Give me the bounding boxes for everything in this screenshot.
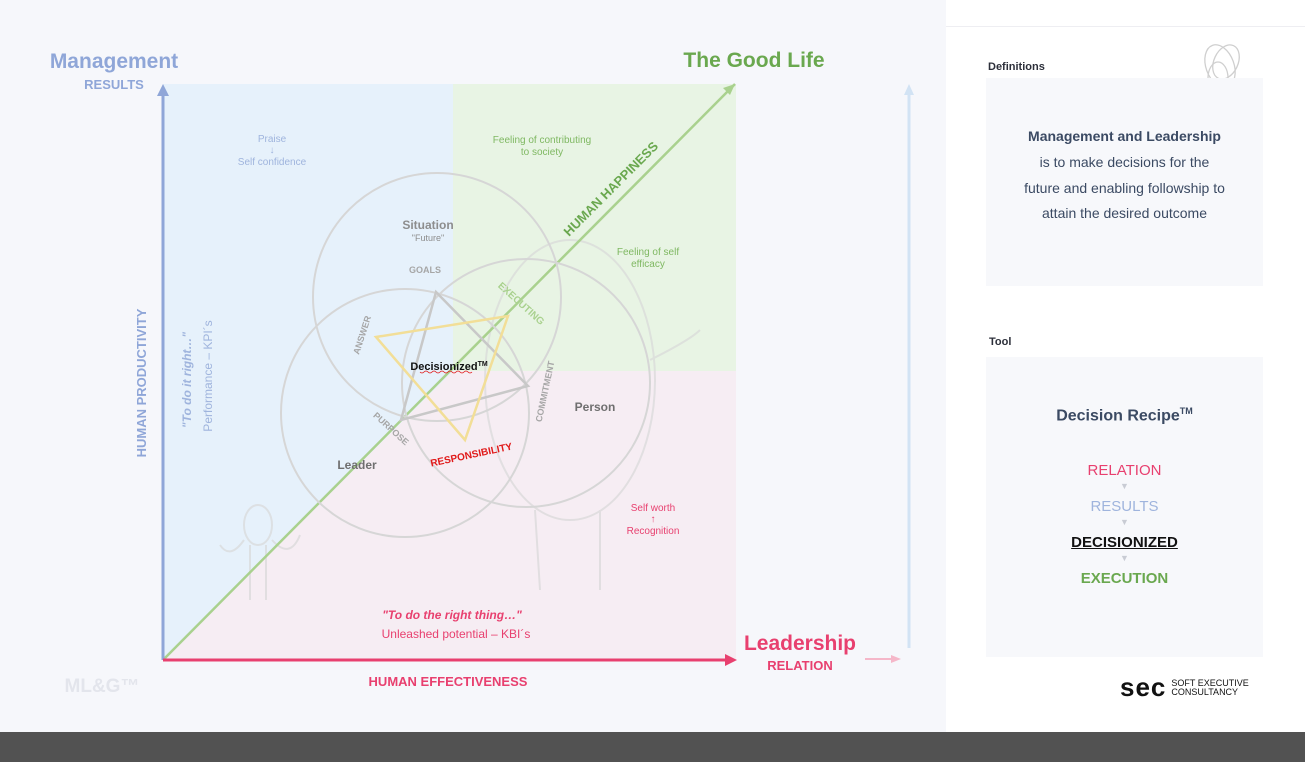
- y-axis-arrowhead: [157, 84, 169, 96]
- decisionized-label: DecisionizedTM: [410, 361, 488, 373]
- tool-title: Decision RecipeTM: [986, 406, 1263, 425]
- praise-text: Praise: [258, 134, 287, 145]
- praise-arrow: ↓: [270, 145, 275, 156]
- relation-label: RELATION: [767, 658, 832, 673]
- far-horizontal-arrowhead: [891, 655, 901, 663]
- contributing-text-2: to society: [521, 147, 563, 158]
- efficacy-text-2: efficacy: [631, 259, 665, 270]
- far-vertical-arrowhead: [904, 84, 914, 95]
- definition-line-1: is to make decisions for the: [1039, 154, 1210, 170]
- logo-mark: sec: [1120, 672, 1167, 702]
- definition-title: Management and Leadership: [1028, 128, 1221, 144]
- step-decisionized: DECISIONIZED: [1071, 534, 1178, 551]
- step-arrow-3: ▼: [1120, 553, 1129, 563]
- human-effectiveness-label: HUMAN EFFECTIVENESS: [369, 674, 528, 689]
- self-worth-arrow: ↑: [651, 514, 656, 525]
- logo-line-1: SOFT EXECUTIVE: [1171, 677, 1249, 688]
- human-productivity-label: HUMAN PRODUCTIVITY: [134, 308, 149, 457]
- performance-text: Performance – KPI´s: [201, 320, 215, 431]
- diagram-area: Management RESULTS The Good Life Leaders…: [49, 49, 914, 697]
- logo-wordmark: SOFT EXECUTIVE CONSULTANCY: [1171, 677, 1249, 697]
- tool-panel: Decision RecipeTM RELATION ▼ RESULTS ▼ D…: [986, 357, 1263, 657]
- do-it-right-text: "To do it right…": [180, 332, 194, 429]
- self-worth-text: Self worth: [631, 503, 675, 514]
- definitions-label: Definitions: [988, 61, 1045, 73]
- yellow-triangle: [373, 314, 510, 443]
- leader-label: Leader: [337, 458, 377, 472]
- contributing-text-1: Feeling of contributing: [493, 135, 591, 146]
- definition-line-3: attain the desired outcome: [1042, 205, 1207, 221]
- future-label: "Future": [412, 233, 444, 243]
- happiness-arrowhead: [723, 84, 735, 95]
- good-life-title: The Good Life: [683, 49, 824, 72]
- small-figure: [219, 504, 301, 600]
- grey-triangle: [399, 289, 531, 422]
- unleashed-text: Unleashed potential – KBI´s: [382, 627, 531, 641]
- self-confidence-text: Self confidence: [238, 157, 307, 168]
- step-results: RESULTS: [1090, 498, 1159, 515]
- sec-logo: sec SOFT EXECUTIVE CONSULTANCY: [1120, 672, 1249, 703]
- tool-title-tm: TM: [1179, 406, 1193, 416]
- tool-title-text: Decision Recipe: [1056, 407, 1180, 425]
- efficacy-text-1: Feeling of self: [617, 247, 679, 258]
- recognition-text: Recognition: [627, 526, 680, 537]
- happiness-line: [162, 83, 736, 661]
- decisionized-tm: TM: [478, 361, 488, 368]
- ml-g-diagram: Management RESULTS The Good Life Leaders…: [50, 49, 914, 697]
- step-execution: EXECUTION: [1080, 570, 1169, 587]
- definition-panel: Management and Leadership is to make dec…: [986, 78, 1263, 286]
- step-relation: RELATION: [1087, 462, 1162, 479]
- sidebar-divider: [946, 26, 1305, 27]
- leadership-title: Leadership: [744, 632, 856, 655]
- mlg-watermark: ML&G™: [65, 676, 140, 697]
- bottom-bar: [0, 732, 1305, 762]
- person-circle: [401, 258, 651, 508]
- situation-circle: [312, 172, 562, 422]
- leadership-zone-right: [453, 371, 736, 660]
- step-arrow-1: ▼: [1120, 481, 1129, 491]
- leader-circle: [280, 288, 530, 538]
- situation-label: Situation: [402, 218, 453, 232]
- definition-line-2: future and enabling followship to: [1024, 180, 1225, 196]
- decisionized-word: Decisionized: [410, 361, 477, 373]
- person-label: Person: [575, 400, 616, 414]
- logo-line-2: CONSULTANCY: [1171, 686, 1239, 697]
- right-thing-text: "To do the right thing…": [382, 608, 522, 622]
- x-axis-arrowhead: [725, 654, 737, 666]
- sidebar: Definitions Management and Leadership is…: [946, 0, 1305, 732]
- management-title: Management: [50, 50, 178, 73]
- goals-label: GOALS: [409, 265, 441, 275]
- step-arrow-2: ▼: [1120, 517, 1129, 527]
- results-label: RESULTS: [84, 77, 144, 92]
- spellcheck-underline: [419, 370, 473, 374]
- tool-label: Tool: [989, 336, 1012, 348]
